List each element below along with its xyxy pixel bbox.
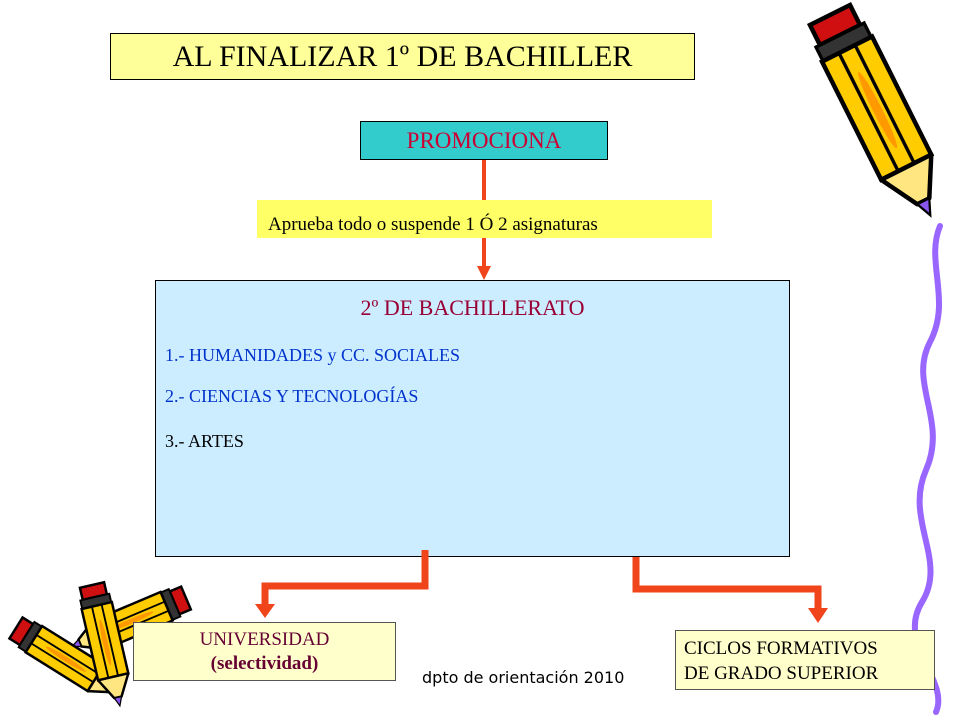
- slide-title: AL FINALIZAR 1º DE BACHILLER: [172, 39, 633, 73]
- promotion-label: PROMOCIONA: [406, 127, 562, 153]
- university-label: UNIVERSIDAD: [199, 629, 330, 650]
- pencil-icon: [805, 2, 955, 227]
- vocational-label-line2: DE GRADO SUPERIOR: [684, 663, 879, 684]
- arrowhead-vocational: [808, 608, 828, 623]
- course-option-sciences: 2.- CIENCIAS Y TECNOLOGÍAS: [165, 386, 419, 406]
- university-box: UNIVERSIDAD (selectividad): [133, 622, 396, 681]
- promotion-box: PROMOCIONA: [360, 121, 608, 160]
- pencil-icon: [75, 580, 137, 711]
- slide-footer: dpto de orientación 2010: [422, 668, 625, 687]
- connector-course-to-vocational: [632, 557, 822, 610]
- course-option-humanities: 1.- HUMANIDADES y CC. SOCIALES: [165, 345, 461, 365]
- pencil-icon: [6, 613, 131, 709]
- arrowhead-university: [255, 604, 275, 618]
- condition-band: Aprueba todo o suspende 1 Ó 2 asignatura…: [257, 200, 712, 238]
- slide-title-box: AL FINALIZAR 1º DE BACHILLER: [110, 33, 695, 80]
- arrowhead-course: [477, 266, 491, 280]
- vocational-box: CICLOS FORMATIVOS DE GRADO SUPERIOR: [675, 630, 935, 690]
- university-sublabel: (selectividad): [210, 653, 319, 674]
- next-course-heading: 2º DE BACHILLERATO: [360, 295, 585, 320]
- vocational-label-line1: CICLOS FORMATIVOS: [684, 638, 878, 659]
- course-option-arts: 3.- ARTES: [165, 431, 244, 451]
- next-course-box: 2º DE BACHILLERATO 1.- HUMANIDADES y CC.…: [155, 280, 790, 557]
- connector-course-to-university: [261, 550, 429, 606]
- condition-text: Aprueba todo o suspende 1 Ó 2 asignatura…: [268, 214, 598, 235]
